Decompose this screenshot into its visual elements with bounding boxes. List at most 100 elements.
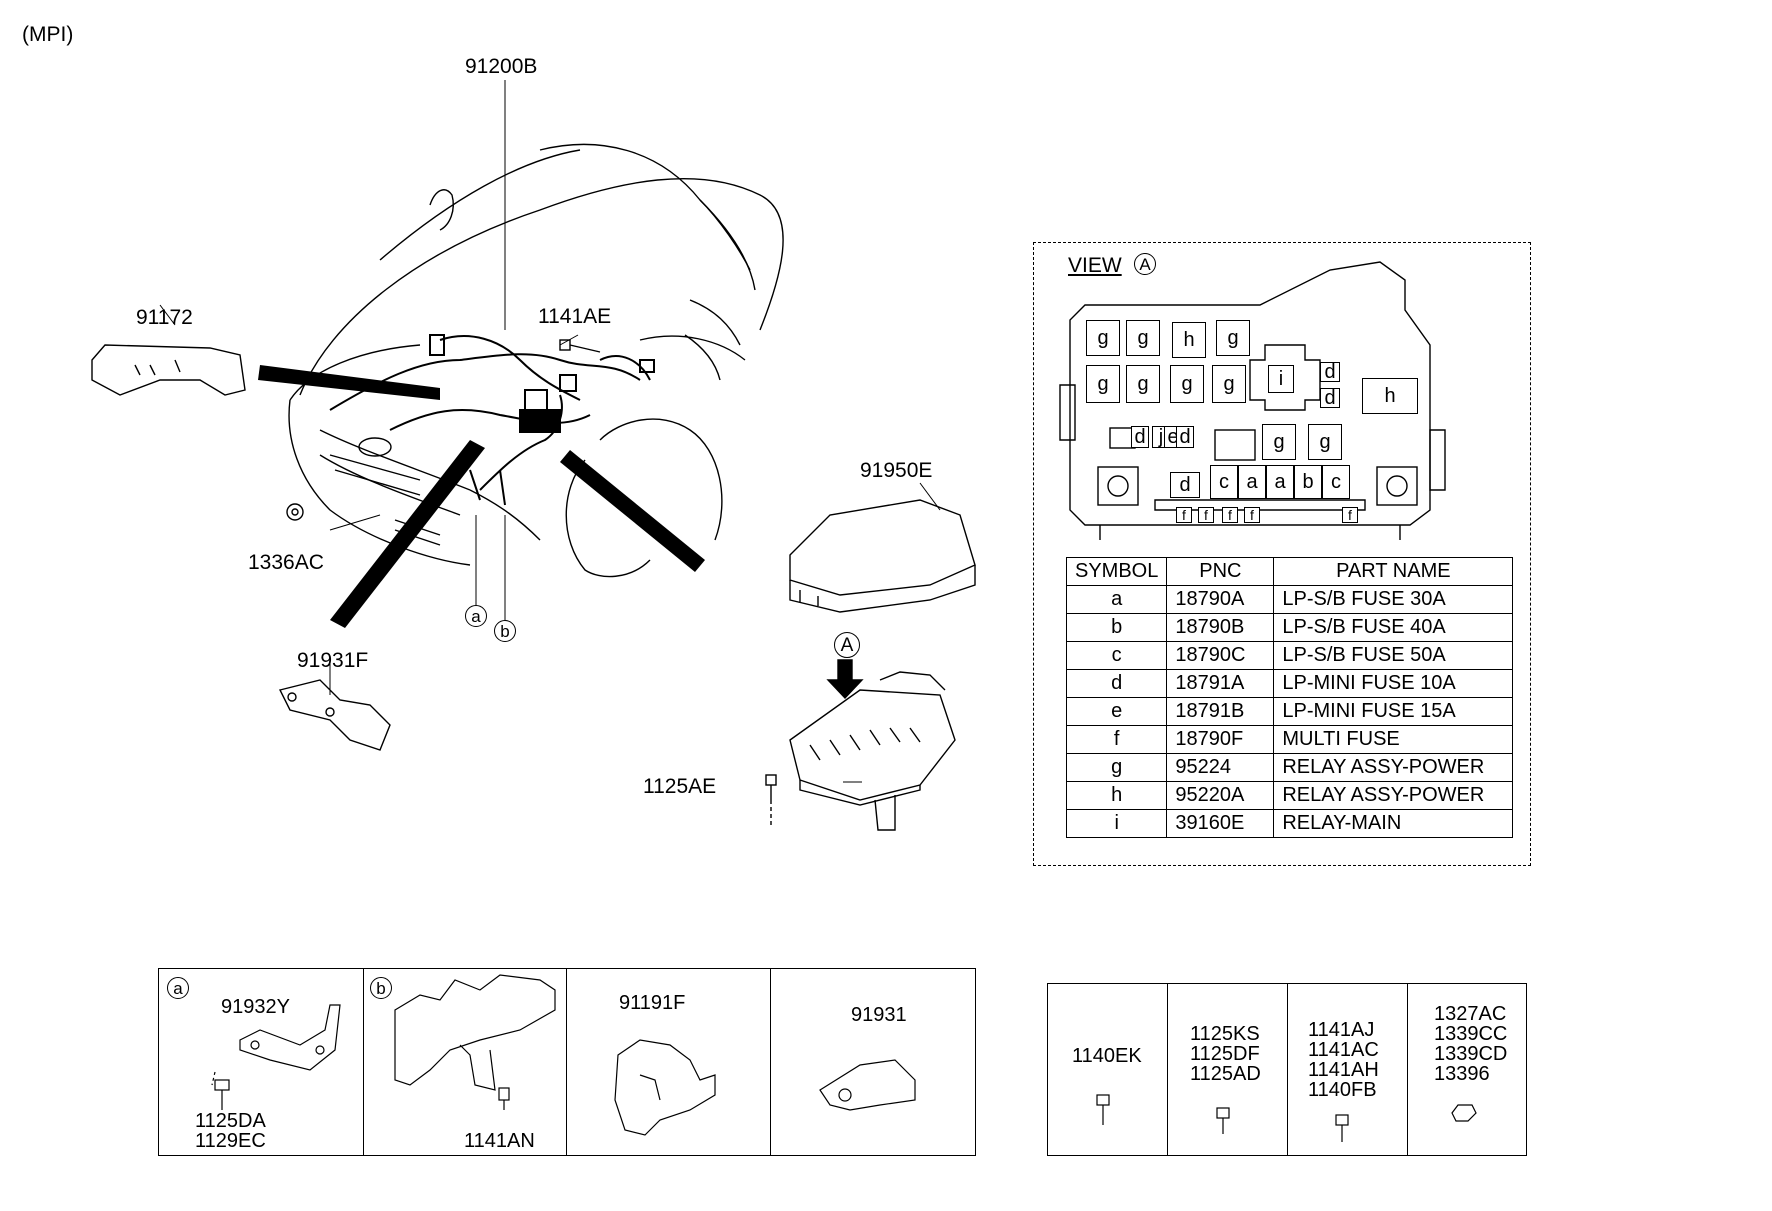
legend-symbol: c (1065, 641, 1168, 670)
legend-pnc: 18790A (1166, 585, 1275, 614)
fuse-cell: f (1176, 507, 1192, 523)
legend-pnc: 18790F (1166, 725, 1275, 754)
fuse-cell: g (1308, 424, 1342, 460)
legend-pnc: 18791A (1166, 669, 1275, 698)
legend-pnc: 18790B (1166, 613, 1275, 642)
fuse-cell: d (1170, 472, 1200, 498)
fastener-cell-2-part-3: 1125AD (1190, 1063, 1261, 1085)
fastener-cell-4[interactable]: 1327AC 1339CC 1339CD 13396 (1408, 984, 1528, 1155)
detail-cell-a[interactable]: a 91932Y 1125DA 1129EC (159, 969, 364, 1155)
bolt-1141ae[interactable] (559, 339, 601, 353)
pointer-bands[interactable] (258, 365, 705, 628)
detail-cell-a-bolt-1: 1125DA (195, 1110, 266, 1132)
fastener-icons (1096, 1094, 1477, 1142)
legend-pnc: 18791B (1166, 697, 1275, 726)
bracket-91931f[interactable] (278, 679, 391, 751)
fastener-cell-3-part-3: 1141AH (1308, 1059, 1379, 1081)
fuse-cell: g (1126, 320, 1160, 356)
fastener-cell-3-part-4: 1140FB (1308, 1079, 1377, 1101)
fastener-panel: 1140EK 1125KS 1125DF 1125AD 1141AJ 1141A… (1047, 983, 1527, 1156)
callout-nut[interactable]: 1336AC (248, 551, 324, 574)
fastener-cell-2[interactable]: 1125KS 1125DF 1125AD (1168, 984, 1288, 1155)
fastener-cell-3[interactable]: 1141AJ 1141AC 1141AH 1140FB (1288, 984, 1408, 1155)
legend-header-pnc: PNC (1166, 557, 1275, 586)
fuse-cell: a (1238, 465, 1266, 499)
fuse-cell: g (1086, 365, 1120, 403)
detail-cell-b[interactable]: b 1141AN (364, 969, 567, 1155)
callout-bolt-top[interactable]: 1141AE (538, 305, 612, 328)
callout-cover[interactable]: 91950E (860, 459, 933, 482)
fuse-cell: h (1362, 378, 1418, 414)
wiring-harness (329, 334, 655, 506)
fuse-cell: d (1176, 426, 1194, 448)
fuse-cell: d (1320, 362, 1340, 382)
legend-pnc: 18790C (1166, 641, 1275, 670)
fuse-cell: i (1268, 365, 1294, 393)
view-a-box (1033, 242, 1531, 866)
legend-symbol: i (1065, 809, 1168, 838)
fuse-cell: g (1126, 365, 1160, 403)
fastener-cell-3-part-2: 1141AC (1308, 1039, 1379, 1061)
fastener-cell-4-part-2: 1339CC (1434, 1023, 1508, 1045)
fuse-box-body[interactable] (789, 671, 956, 831)
fuse-cell: f (1198, 507, 1214, 523)
view-title: VIEW (1068, 254, 1122, 278)
legend-header-row: SYMBOL PNC PART NAME (1065, 557, 1514, 586)
view-marker-circle[interactable]: A (834, 632, 860, 658)
callout-screw[interactable]: 1125AE (643, 775, 717, 798)
detail-cell-c-part: 91191F (619, 992, 686, 1014)
fuse-cell: d (1320, 388, 1340, 408)
legend-name: LP-S/B FUSE 30A (1273, 585, 1514, 614)
view-arrow[interactable] (826, 659, 864, 700)
fastener-cell-1-part-1: 1140EK (1072, 1045, 1142, 1067)
side-rail-part[interactable] (91, 344, 246, 396)
nut-1336ac[interactable] (286, 503, 304, 521)
detail-cell-d[interactable]: 91931 (771, 969, 974, 1155)
fastener-cell-2-part-1: 1125KS (1190, 1023, 1260, 1045)
fuse-cell: b (1294, 465, 1322, 499)
detail-cell-b-part: 1141AN (464, 1130, 535, 1152)
detail-marker-a[interactable]: a (465, 605, 487, 627)
fuse-cell: c (1210, 465, 1238, 499)
legend-symbol: g (1065, 753, 1168, 782)
fuse-cell: d (1131, 426, 1149, 448)
screw-1125ae[interactable] (765, 774, 777, 825)
fuse-cell: g (1170, 365, 1204, 403)
view-title-text: VIEW (1068, 254, 1122, 277)
detail-cell-a-bolt-2: 1129EC (195, 1130, 266, 1152)
legend-name: RELAY ASSY-POWER (1273, 753, 1514, 782)
legend-symbol: a (1065, 585, 1168, 614)
legend-symbol: e (1065, 697, 1168, 726)
legend-pnc: 95220A (1166, 781, 1275, 810)
fuse-box-view-drawing (1059, 261, 1446, 540)
legend-header-name: PART NAME (1273, 557, 1514, 586)
legend-name: MULTI FUSE (1273, 725, 1514, 754)
callout-bracket[interactable]: 91931F (297, 649, 369, 672)
legend-name: RELAY-MAIN (1273, 809, 1514, 838)
legend-name: LP-S/B FUSE 50A (1273, 641, 1514, 670)
detail-panel: a 91932Y 1125DA 1129EC b 1141AN 91191F 9… (158, 968, 976, 1156)
detail-marker-b[interactable]: b (494, 620, 516, 642)
fastener-cell-1[interactable]: 1140EK (1048, 984, 1168, 1155)
callout-harness[interactable]: 91200B (465, 55, 538, 78)
fuse-box-cover[interactable] (789, 499, 976, 613)
fuse-cell: f (1244, 507, 1260, 523)
fuse-cell: a (1266, 465, 1294, 499)
legend-header-symbol: SYMBOL (1065, 557, 1168, 586)
detail-cell-c[interactable]: 91191F (567, 969, 771, 1155)
callout-rail[interactable]: 91172 (136, 306, 193, 329)
fuse-cell: g (1216, 320, 1250, 356)
fastener-cell-2-part-2: 1125DF (1190, 1043, 1260, 1065)
legend-name: LP-S/B FUSE 40A (1273, 613, 1514, 642)
legend-symbol: h (1065, 781, 1168, 810)
